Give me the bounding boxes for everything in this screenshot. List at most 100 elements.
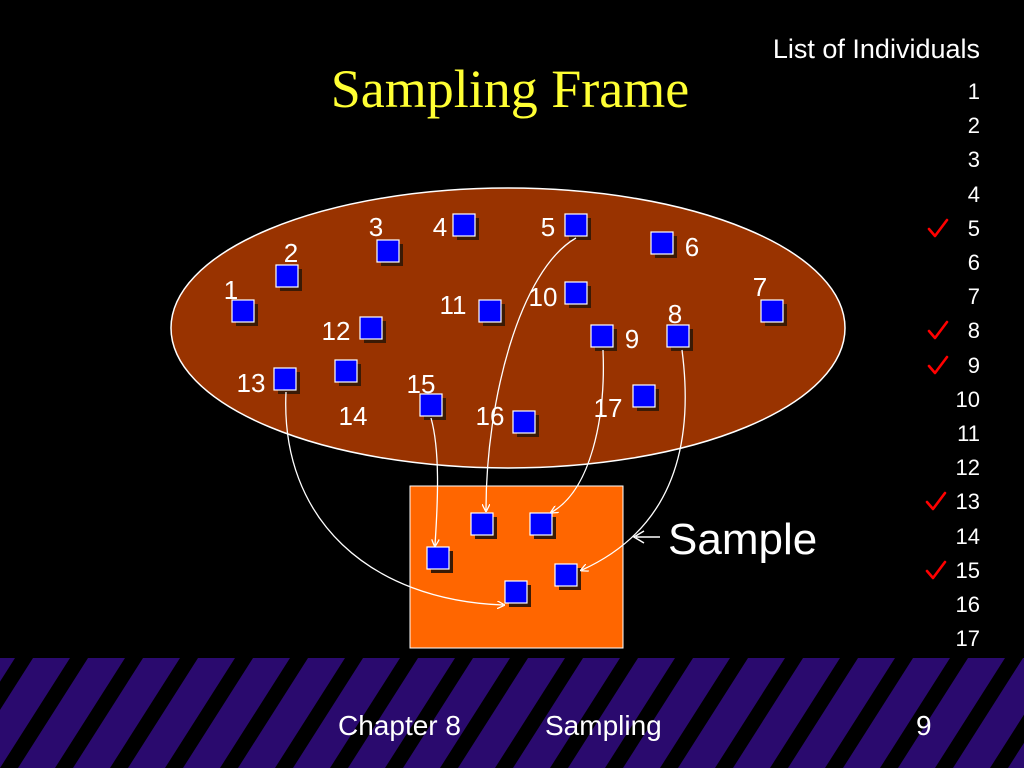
footer-chapter: Chapter 8 <box>338 710 461 741</box>
individual-12 <box>359 316 386 343</box>
individual-number-12: 12 <box>322 316 351 346</box>
list-item-6: 6 <box>967 250 980 275</box>
sample-individual-3 <box>426 546 453 573</box>
individual-square <box>632 384 656 408</box>
individual-square <box>376 239 400 263</box>
footer-stripe <box>110 658 198 768</box>
individual-square <box>666 324 690 348</box>
footer-stripe <box>550 658 638 768</box>
footer-stripe <box>990 714 1024 768</box>
list-item-13: 13 <box>955 489 980 515</box>
individual-16 <box>512 410 539 437</box>
selection-arrow <box>285 391 503 605</box>
footer-stripe <box>825 658 913 768</box>
list-item-10: 10 <box>955 386 980 412</box>
individual-6 <box>650 231 677 258</box>
individual-number-6: 6 <box>685 232 699 262</box>
individual-9 <box>590 324 617 351</box>
individual-square <box>470 512 494 536</box>
individual-1 <box>231 299 258 326</box>
checkmark-icon <box>927 355 949 374</box>
population-ellipse <box>170 187 846 469</box>
sample-label: Sample <box>668 515 818 564</box>
individual-square <box>554 563 578 587</box>
footer-stripe <box>0 658 33 710</box>
footer-stripe <box>55 658 143 768</box>
individual-square <box>564 281 588 305</box>
list-item-12: 12 <box>955 455 980 481</box>
footer-stripe <box>880 658 968 768</box>
individual-square <box>334 359 358 383</box>
list-item-4: 4 <box>967 181 980 207</box>
individual-4 <box>452 213 479 240</box>
individual-square <box>273 367 297 391</box>
list-heading: List of Individuals <box>772 34 980 64</box>
individual-10 <box>564 281 591 308</box>
list-item-2: 2 <box>967 113 980 139</box>
sample-individual-4 <box>554 563 581 590</box>
footer-stripe <box>165 658 253 768</box>
individual-number-4: 4 <box>433 212 447 242</box>
list-item-16: 16 <box>955 592 980 617</box>
list-item-5: 5 <box>967 215 980 241</box>
individual-number-9: 9 <box>625 324 639 354</box>
individual-number-13: 13 <box>237 368 266 398</box>
individual-8 <box>666 324 693 351</box>
individual-square <box>512 410 536 434</box>
individual-square <box>359 316 383 340</box>
list-item-3: 3 <box>967 147 980 173</box>
checkmark-icon <box>927 321 949 340</box>
list-item-1: 1 <box>967 79 980 104</box>
selection-arrow <box>486 237 577 510</box>
individual-number-14: 14 <box>339 401 368 431</box>
checkmark-icon <box>927 218 949 238</box>
selection-arrow <box>582 349 686 570</box>
selection-arrow <box>430 417 438 545</box>
footer-page-number: 9 <box>916 710 932 741</box>
footer-stripe <box>605 658 693 768</box>
individual-number-1: 1 <box>224 275 238 305</box>
footer-topic: Sampling <box>545 710 662 741</box>
sample-individuals <box>426 512 581 607</box>
footer-stripe <box>220 658 308 768</box>
list-item-11: 11 <box>957 421 980 446</box>
footer-stripe <box>715 658 803 768</box>
individual-2 <box>275 264 302 291</box>
individual-number-10: 10 <box>529 282 558 312</box>
individual-square <box>231 299 255 323</box>
individual-17 <box>632 384 659 411</box>
list-item-17: 17 <box>955 626 980 652</box>
individual-7 <box>760 299 787 326</box>
list-item-15: 15 <box>955 557 980 583</box>
individual-number-17: 17 <box>594 393 623 423</box>
individual-number-11: 11 <box>440 290 467 320</box>
selection-arrows <box>285 237 686 605</box>
slide-title: Sampling Frame <box>330 59 690 119</box>
footer-stripe <box>0 658 88 768</box>
checkmark-icon <box>925 560 947 580</box>
individual-number-16: 16 <box>476 401 505 431</box>
sample-individual-5 <box>504 580 531 607</box>
individual-square <box>426 546 450 570</box>
individual-square <box>590 324 614 348</box>
list-item-8: 8 <box>967 318 980 344</box>
list-item-14: 14 <box>955 523 980 549</box>
footer-stripe <box>935 658 1023 768</box>
individual-square <box>419 393 443 417</box>
footer-stripes <box>0 658 1024 768</box>
individual-number-5: 5 <box>541 212 555 242</box>
footer-stripe <box>275 658 363 768</box>
checkmark-icon <box>925 492 947 511</box>
sample-pointer-arrow <box>632 530 660 544</box>
sample-individual-2 <box>529 512 556 539</box>
list-item-7: 7 <box>967 284 980 310</box>
sample-individual-1 <box>470 512 497 539</box>
individual-square <box>478 299 502 323</box>
footer-band <box>0 658 1024 768</box>
individual-13 <box>273 367 300 394</box>
individual-11 <box>478 299 505 326</box>
individual-15 <box>419 393 446 420</box>
